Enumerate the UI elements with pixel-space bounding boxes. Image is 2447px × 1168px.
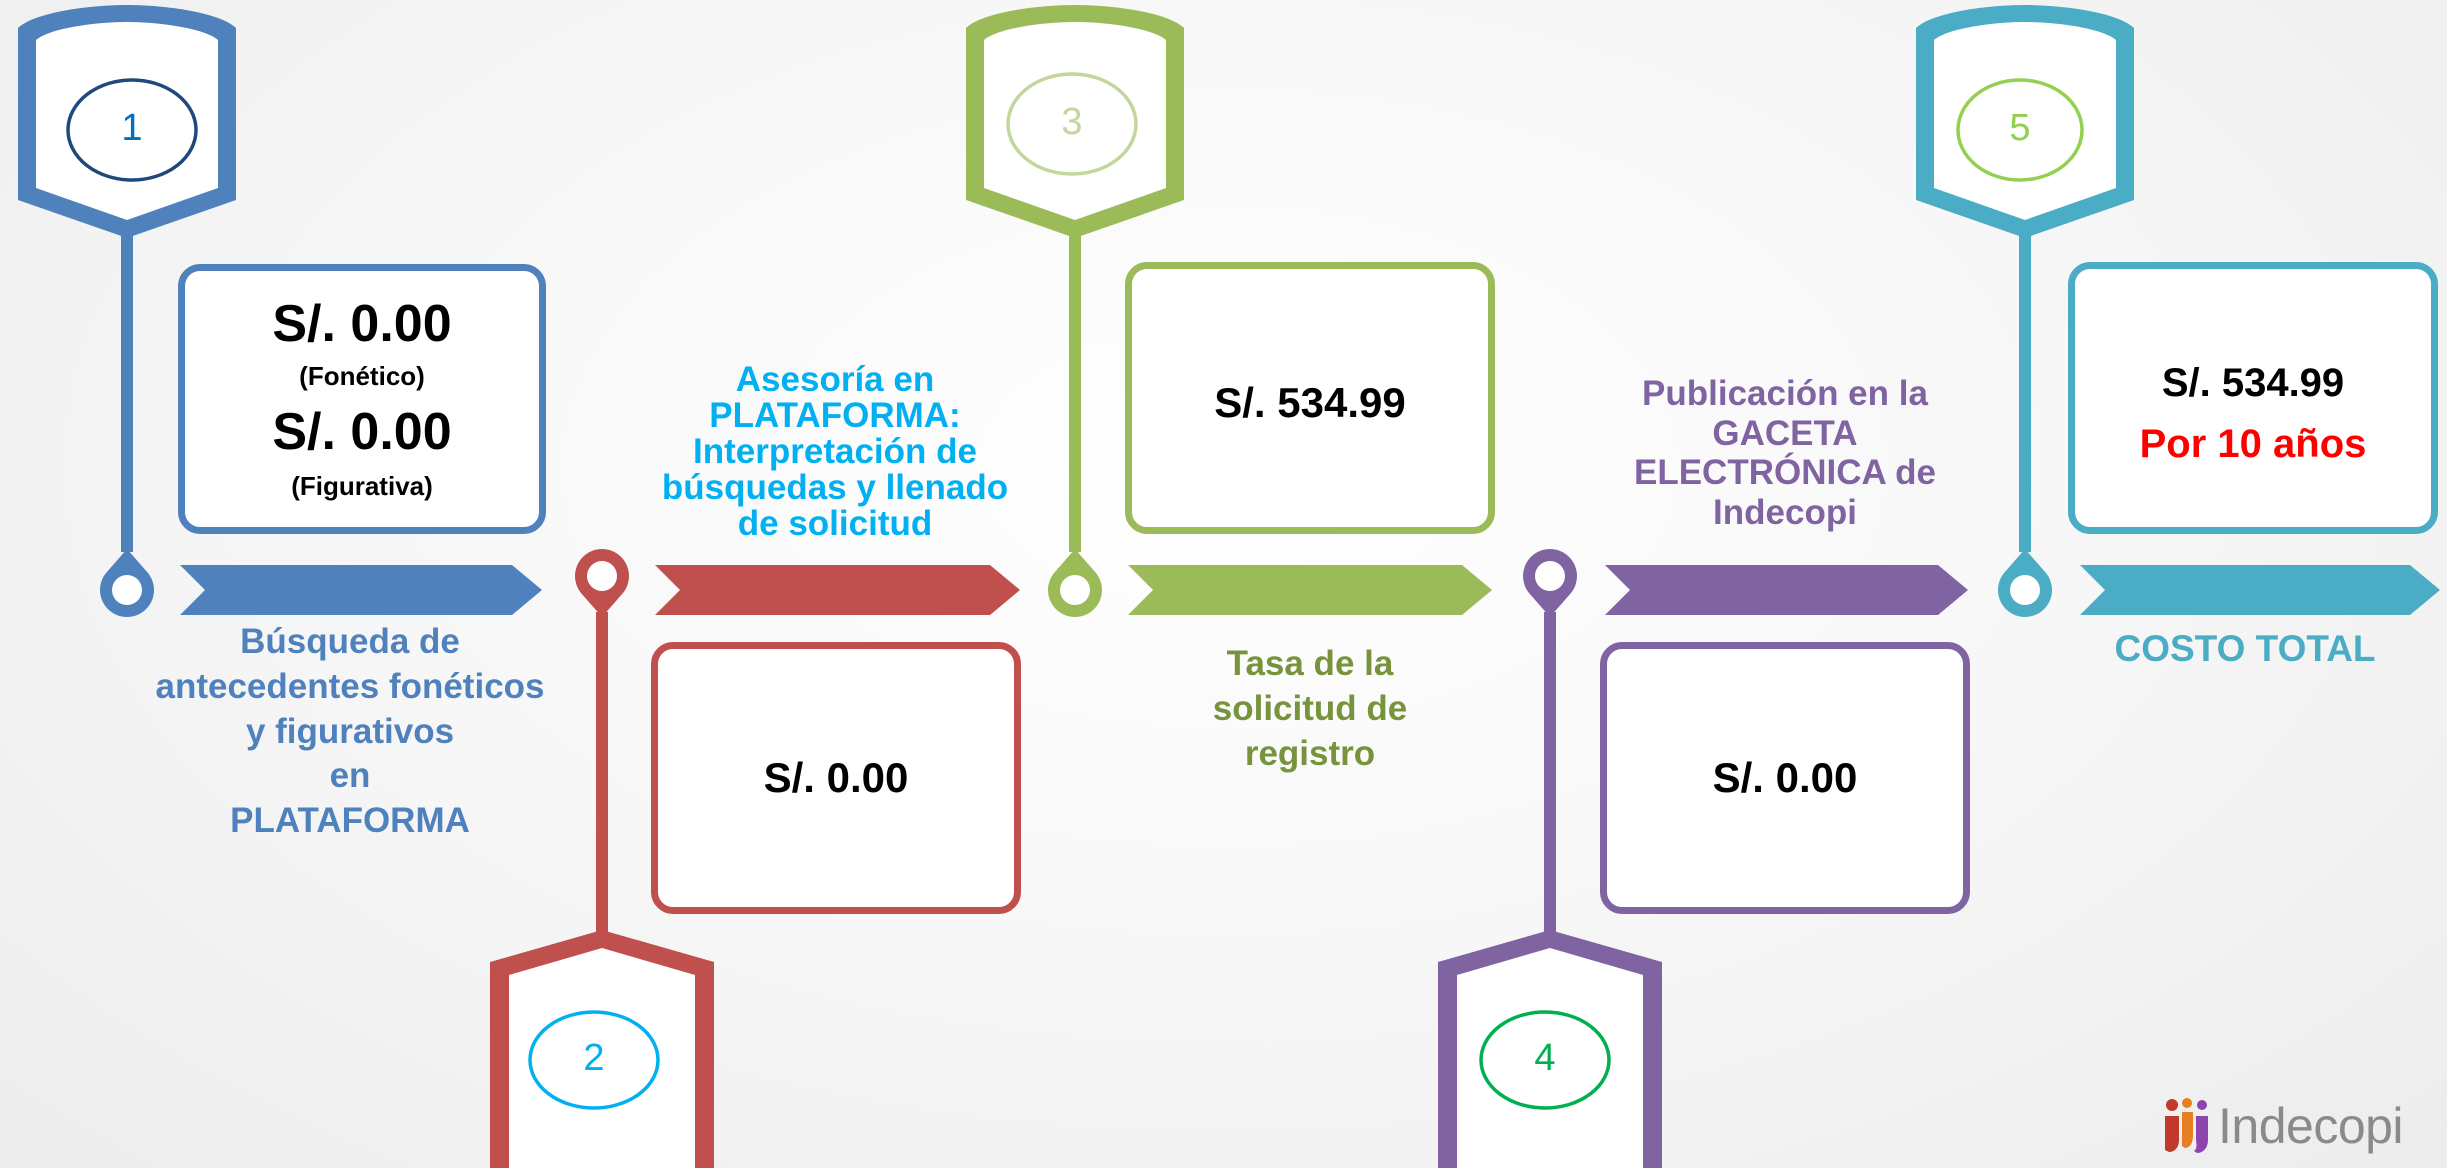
step-5-label: COSTO TOTAL — [2045, 628, 2445, 669]
step-3-label-line: registro — [1244, 733, 1376, 773]
step-2-number: 2 — [583, 1037, 605, 1079]
step-1-label-line: Búsqueda de — [240, 622, 460, 661]
step-2-cost-box: S/. 0.00 — [651, 642, 1021, 914]
step-3-number: 3 — [1061, 101, 1083, 143]
indecopi-figures-icon — [2165, 1098, 2208, 1153]
step-1-marker — [18, 5, 236, 617]
step-4-label-line: Publicación en la — [1642, 374, 1928, 413]
step-1-label-line: PLATAFORMA — [230, 801, 470, 841]
step-5-cost-note: Por 10 años — [2139, 422, 2367, 466]
step-1-label-line: y figurativos — [245, 711, 455, 751]
step-1-cost-fonetico: S/. 0.00 — [272, 294, 452, 353]
step-2-label-line: PLATAFORMA: — [709, 396, 961, 436]
step-2-label-line: de solicitud — [737, 504, 933, 544]
step-2-label: Asesoría en PLATAFORMA: Interpretación d… — [615, 360, 1055, 544]
step-2-label-line: búsquedas y llenado — [661, 468, 1009, 508]
step-5-number: 5 — [2009, 107, 2031, 149]
step-5-cost-box: S/. 534.99 Por 10 años — [2068, 262, 2438, 534]
step-3-cost: S/. 534.99 — [1214, 379, 1406, 426]
step-1-label-line: en — [329, 756, 371, 796]
step-1-label: Búsqueda de antecedentes fonéticos y fig… — [120, 620, 580, 844]
step-3-cost-box: S/. 534.99 — [1125, 262, 1495, 534]
step-1-label-line: antecedentes fonéticos — [155, 666, 545, 706]
step-5-label-line: COSTO TOTAL — [2114, 628, 2376, 669]
step-1-number: 1 — [121, 107, 143, 149]
step-1-cost-box: S/. 0.00 (Fonético) S/. 0.00 (Figurativa… — [178, 264, 546, 534]
step-4-label: Publicación en la GACETA ELECTRÓNICA de … — [1565, 374, 2005, 532]
step-4-marker — [1438, 549, 1662, 1168]
step-3-label: Tasa de la solicitud de registro — [1110, 642, 1510, 776]
step-1-arrow — [180, 565, 542, 615]
step-4-number: 4 — [1534, 1037, 1556, 1079]
step-2-arrow — [655, 565, 1020, 615]
step-2-cost: S/. 0.00 — [763, 754, 909, 801]
step-1-cost-figurativo-note: (Figurativa) — [291, 471, 433, 502]
indecopi-logo-text: Indecopi — [2218, 1098, 2404, 1154]
step-4-cost-box: S/. 0.00 — [1600, 642, 1970, 914]
step-4-label-line: ELECTRÓNICA de — [1633, 453, 1937, 493]
step-3-label-line: Tasa de la — [1226, 644, 1394, 683]
step-3-marker — [966, 5, 1184, 617]
step-2-label-line: Asesoría en — [735, 360, 935, 399]
step-4-label-line: GACETA — [1712, 413, 1858, 453]
step-1-cost-figurativo: S/. 0.00 — [272, 403, 452, 461]
step-5-marker — [1916, 5, 2134, 617]
step-2-label-line: Interpretación de — [693, 432, 977, 472]
step-3-arrow — [1128, 565, 1492, 615]
step-1-cost-fonetico-note: (Fonético) — [299, 361, 425, 391]
step-4-cost: S/. 0.00 — [1712, 754, 1858, 801]
step-4-label-line: Indecopi — [1713, 492, 1857, 532]
step-2-marker — [490, 549, 714, 1168]
step-3-label-line: solicitud de — [1212, 688, 1408, 728]
step-5-arrow — [2080, 565, 2440, 615]
step-4-arrow — [1605, 565, 1968, 615]
step-5-cost: S/. 534.99 — [2161, 361, 2345, 405]
indecopi-logo: Indecopi — [2160, 1096, 2404, 1156]
